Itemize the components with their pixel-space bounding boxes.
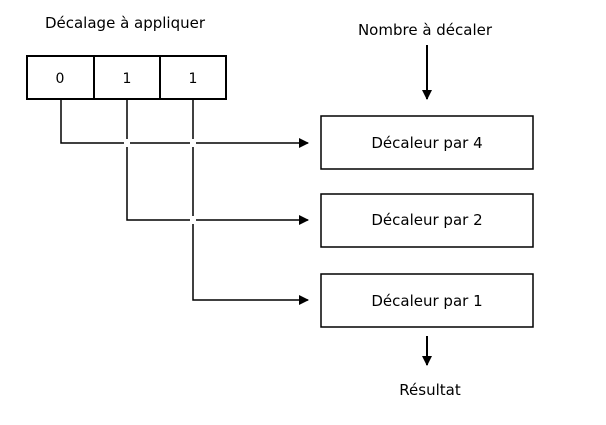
shift-register: 0 1 1 [26, 55, 227, 100]
shift-amount-label: Décalage à appliquer [45, 14, 206, 32]
crossing-gap [190, 216, 196, 224]
connector-bit-1 [126, 99, 309, 225]
connector-bit-2 [192, 99, 309, 305]
crossing-gap [124, 139, 130, 147]
crossing-gap [190, 139, 196, 147]
shifter-box-1 [320, 273, 534, 328]
bit-value-1: 1 [123, 71, 132, 87]
connector-bit-0 [60, 99, 309, 148]
bit-value-0: 0 [56, 71, 65, 87]
shifter-box-2 [320, 193, 534, 248]
bit-value-2: 1 [189, 71, 198, 87]
result-label: Résultat [399, 381, 461, 399]
bit-cell-1 [93, 55, 161, 100]
shifter-label-4: Décaleur par 4 [371, 134, 482, 152]
shifter-label-1: Décaleur par 1 [371, 292, 482, 310]
input-number-label: Nombre à décaler [358, 21, 493, 39]
shifter-box-4 [320, 115, 534, 170]
shifter-label-2: Décaleur par 2 [371, 211, 482, 229]
